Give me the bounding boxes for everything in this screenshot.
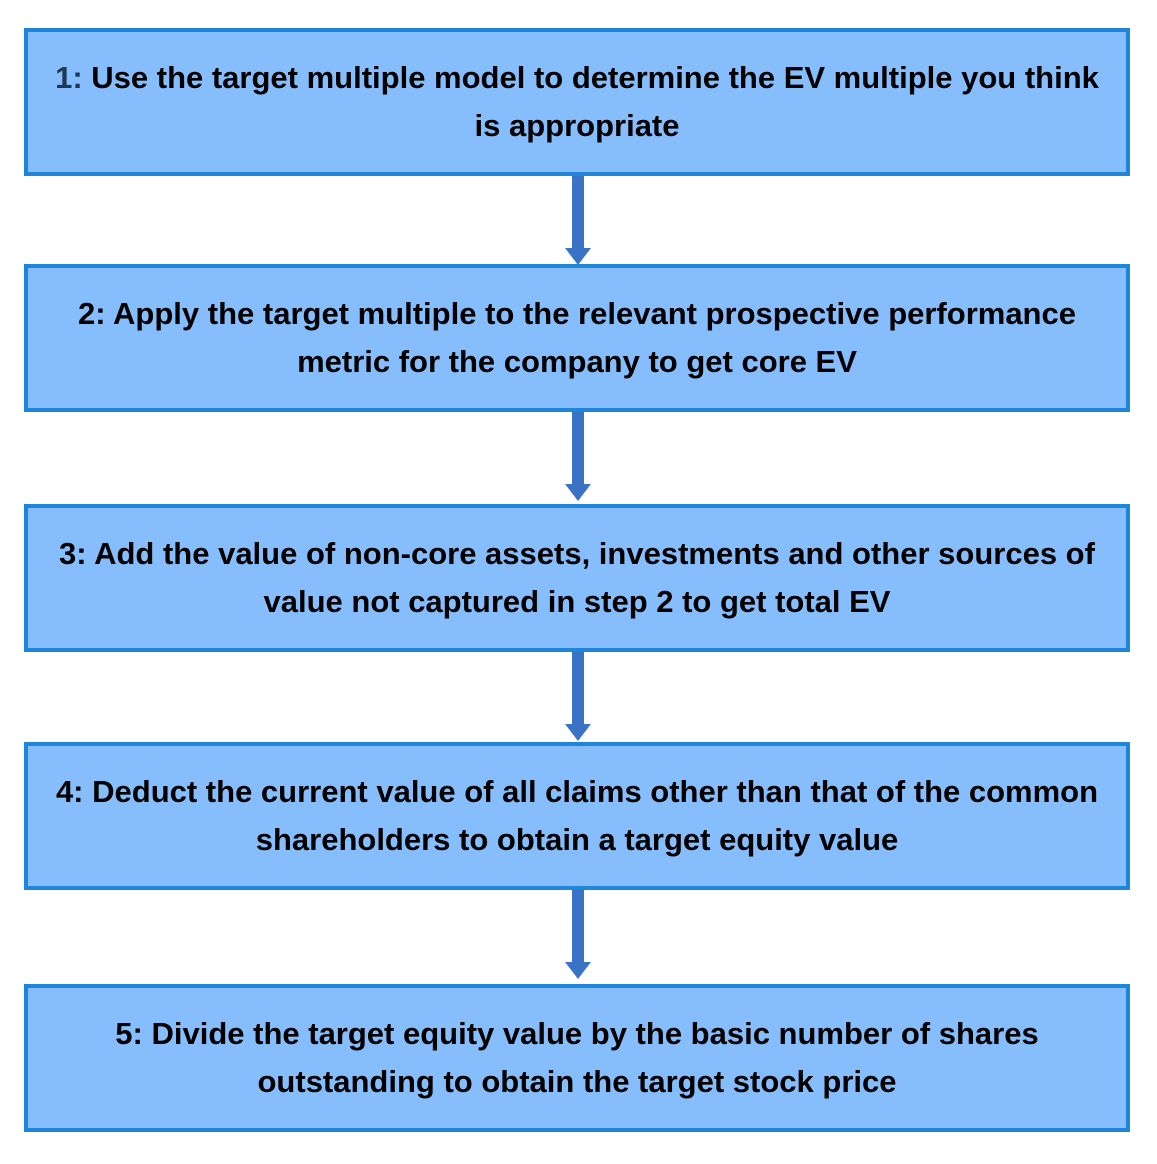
step-description-2: Apply the target multiple to the relevan… (105, 296, 1076, 379)
step-box-4: 4: Deduct the current value of all claim… (24, 742, 1130, 890)
arrow-down-icon-2 (565, 412, 591, 501)
step-description-3: Add the value of non-core assets, invest… (86, 536, 1095, 619)
step-text-4: 4: Deduct the current value of all claim… (39, 768, 1115, 864)
step-number-4: 4: (55, 774, 84, 809)
arrow-down-icon-4 (565, 890, 591, 979)
step-description-1: Use the target multiple model to determi… (82, 60, 1099, 143)
step-text-1: 1: Use the target multiple model to dete… (39, 54, 1115, 150)
step-text-3: 3: Add the value of non-core assets, inv… (39, 530, 1115, 626)
step-text-2: 2: Apply the target multiple to the rele… (39, 290, 1115, 386)
step-box-5: 5: Divide the target equity value by the… (24, 984, 1130, 1132)
step-description-5: Divide the target equity value by the ba… (142, 1016, 1039, 1099)
step-number-2: 2: (78, 296, 106, 331)
step-number-1: 1: (55, 60, 83, 95)
arrow-down-icon-3 (565, 652, 591, 741)
step-box-2: 2: Apply the target multiple to the rele… (24, 264, 1130, 412)
step-description-4: Deduct the current value of all claims o… (83, 774, 1099, 857)
step-number-5: 5: (115, 1016, 143, 1051)
step-number-3: 3: (59, 536, 87, 571)
step-box-1: 1: Use the target multiple model to dete… (24, 28, 1130, 176)
step-text-5: 5: Divide the target equity value by the… (39, 1010, 1115, 1106)
arrow-down-icon-1 (565, 176, 591, 265)
step-box-3: 3: Add the value of non-core assets, inv… (24, 504, 1130, 652)
